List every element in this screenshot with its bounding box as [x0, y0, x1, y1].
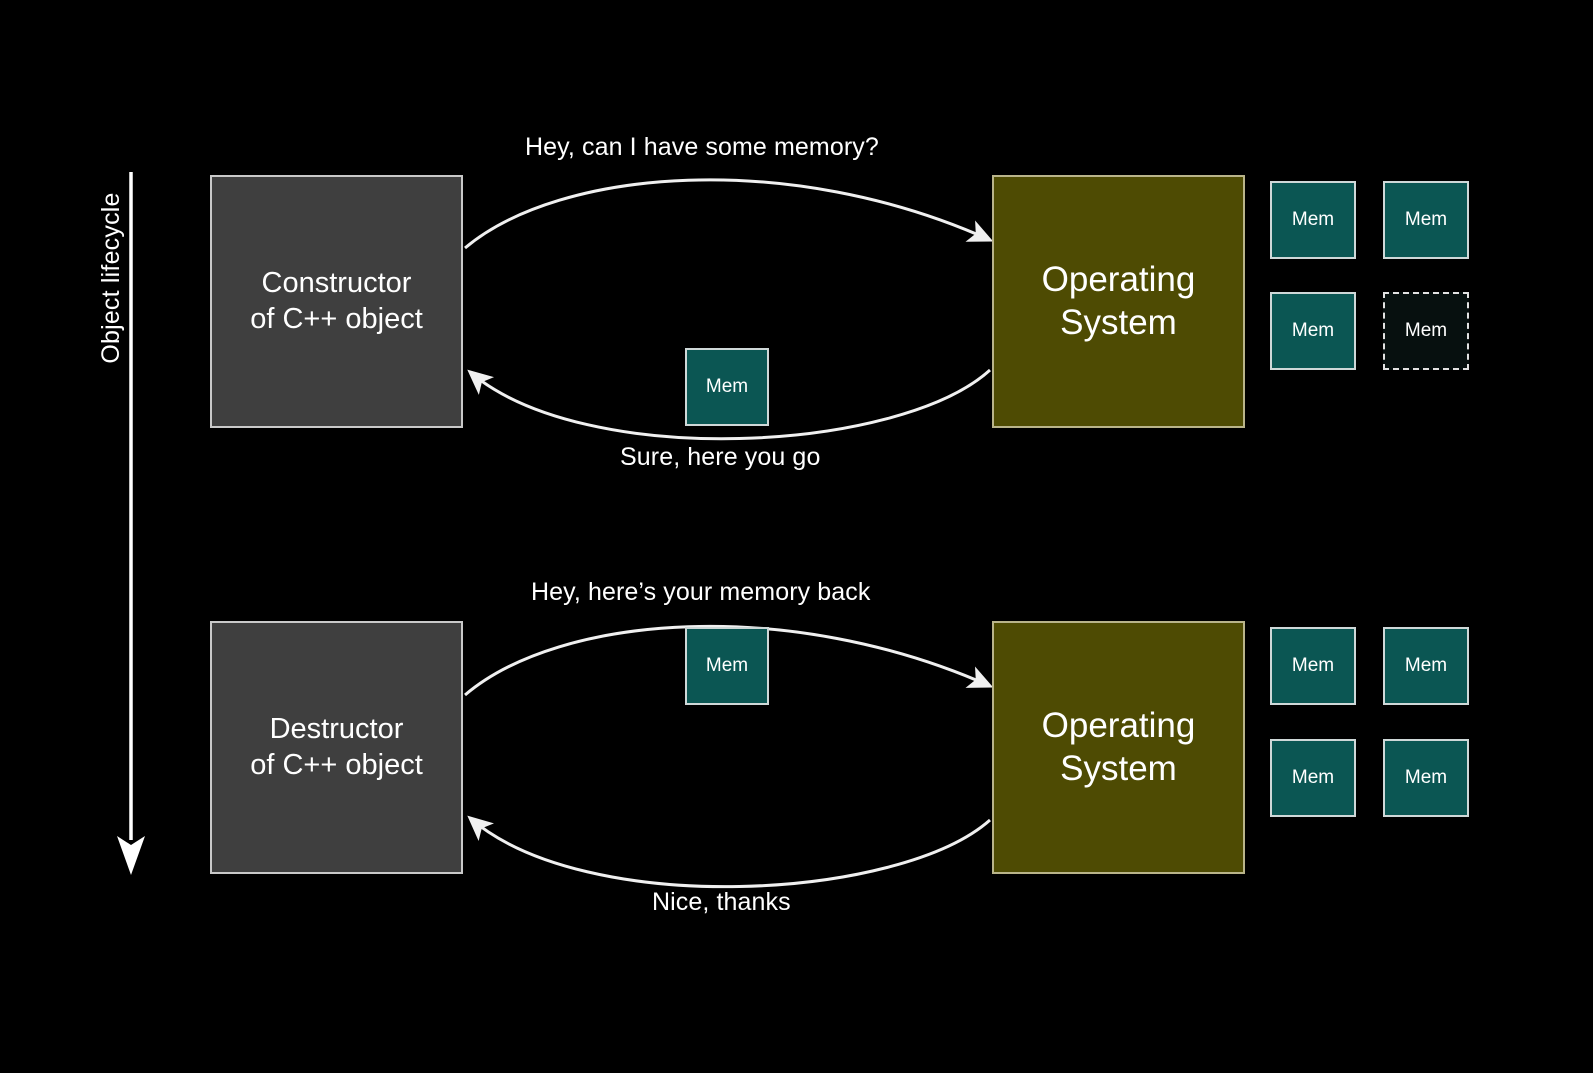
- os-line2-construction: System: [1060, 302, 1177, 342]
- object-lifecycle-label: Object lifecycle: [97, 192, 125, 364]
- constructor-line1: Constructor: [261, 267, 412, 300]
- os-line1-destruction: Operating: [1041, 705, 1196, 745]
- mem-chip-in-transit-destruction: Mem: [685, 627, 769, 705]
- arrow-response-destruction: [467, 815, 991, 889]
- os-line2-destruction: System: [1060, 748, 1177, 788]
- mem-pool-destruction-0: Mem: [1270, 627, 1356, 705]
- mem-pool-destruction-1: Mem: [1383, 627, 1469, 705]
- mem-pool-construction-3-free: Mem: [1383, 292, 1469, 370]
- mem-pool-construction-1: Mem: [1383, 181, 1469, 259]
- constructor-line2: of C++ object: [250, 302, 423, 335]
- destructor-box[interactable]: Destructor of C++ object: [210, 621, 463, 874]
- mem-chip-in-transit-construction: Mem: [685, 348, 769, 426]
- operating-system-box-destruction[interactable]: Operating System: [992, 621, 1245, 874]
- arrow-request-construction: [464, 178, 994, 250]
- operating-system-box-construction[interactable]: Operating System: [992, 175, 1245, 428]
- label-request-construction: Hey, can I have some memory?: [525, 133, 879, 161]
- mem-pool-destruction-2: Mem: [1270, 739, 1356, 817]
- label-response-construction: Sure, here you go: [620, 443, 821, 471]
- label-response-destruction: Nice, thanks: [652, 888, 791, 916]
- mem-pool-construction-0: Mem: [1270, 181, 1356, 259]
- destructor-line2: of C++ object: [250, 748, 423, 781]
- mem-pool-destruction-3: Mem: [1383, 739, 1469, 817]
- label-request-destruction: Hey, here’s your memory back: [531, 578, 871, 606]
- constructor-box[interactable]: Constructor of C++ object: [210, 175, 463, 428]
- os-line1-construction: Operating: [1041, 259, 1196, 299]
- mem-pool-construction-2: Mem: [1270, 292, 1356, 370]
- destructor-line1: Destructor: [269, 713, 404, 746]
